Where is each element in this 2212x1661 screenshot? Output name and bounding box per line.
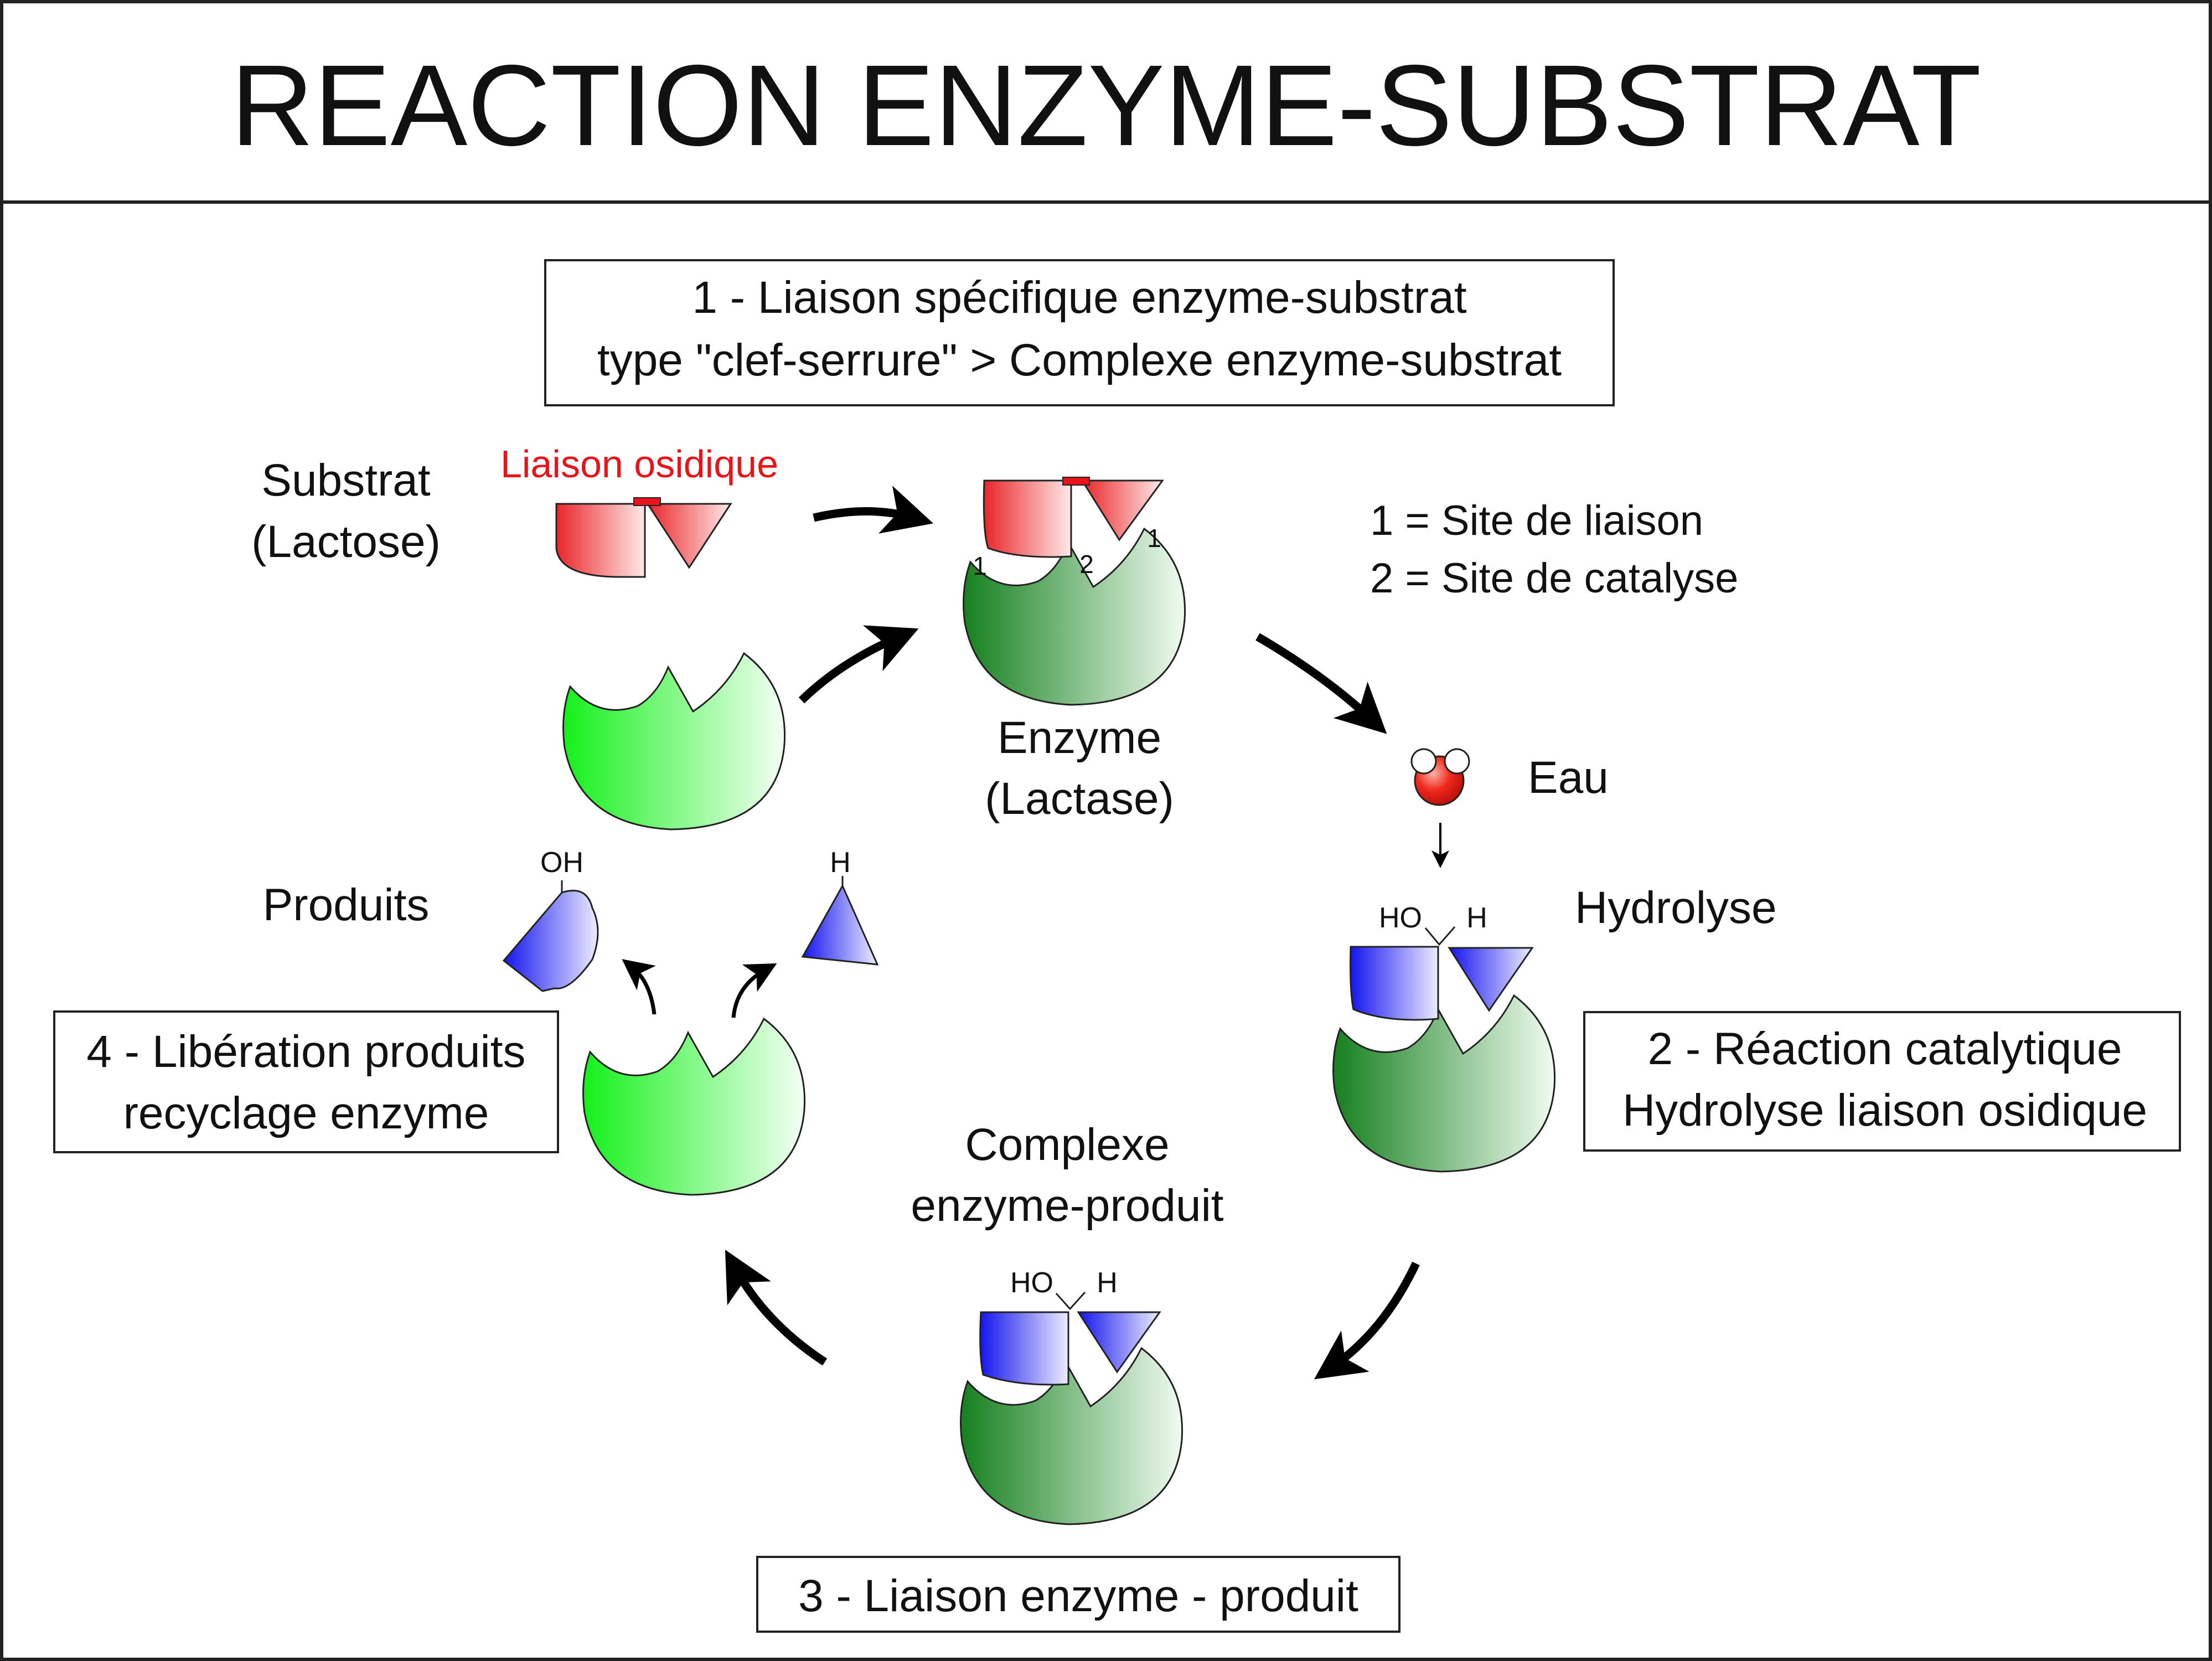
step3-line1: 3 - Liaison enzyme - produit [798, 1571, 1358, 1621]
step1-line1: 1 - Liaison spécifique enzyme-substrat [692, 272, 1466, 323]
step3-box: 3 - Liaison enzyme - produit [756, 1556, 1400, 1633]
site-marker-1-left: 1 [973, 551, 987, 580]
step2-line1: 2 - Réaction catalytique [1648, 1024, 2122, 1074]
arrow-substrate-to-complex [813, 486, 934, 534]
release-arrow-right [731, 963, 777, 1018]
step1-box: 1 - Liaison spécifique enzyme-substrat t… [544, 259, 1615, 406]
page-title: REACTION ENZYME-SUBSTRAT [231, 42, 1982, 170]
enzyme-product-complex: HO H [960, 1267, 1183, 1525]
legend-site-liaison: 1 = Site de liaison [1370, 497, 1703, 544]
hydrolyse-label: Hydrolyse [1575, 883, 1777, 933]
complexe-label: Complexe [965, 1120, 1169, 1170]
step4-box: 4 - Libération produits recyclage enzyme [53, 1010, 559, 1153]
complex-ho: HO [1010, 1267, 1053, 1299]
product-h: H [830, 847, 851, 879]
enzyme-label: Enzyme [998, 713, 1161, 763]
product-galactose: OH [502, 847, 599, 992]
product-glucose: H [801, 847, 879, 966]
complex-h: H [1097, 1267, 1118, 1299]
eau-label: Eau [1528, 752, 1609, 803]
liaison-osidique-label: Liaison osidique [500, 442, 778, 486]
step4-line2: recyclage enzyme [123, 1088, 489, 1138]
osidic-bond-marker [633, 497, 661, 506]
released-enzyme [582, 959, 806, 1196]
lactose-label: (Lactose) [251, 517, 441, 567]
site-marker-2: 2 [1079, 550, 1094, 579]
hydrolysis-ho: HO [1379, 902, 1422, 934]
free-enzyme [562, 652, 786, 830]
step2-box: 2 - Réaction catalytique Hydrolyse liais… [1583, 1011, 2181, 1152]
hydrolysis-h: H [1466, 902, 1487, 934]
arrow-product-complex-to-release [725, 1250, 828, 1366]
site-marker-1-right: 1 [1147, 524, 1161, 553]
hydrolysis-complex: HO H [1332, 902, 1556, 1173]
lactase-label: (Lactase) [985, 773, 1174, 824]
substrate-lactose [555, 497, 732, 578]
produits-label: Produits [263, 880, 430, 930]
water-molecule [1410, 748, 1470, 868]
substrat-label: Substrat [261, 455, 431, 505]
legend-site-catalyse: 2 = Site de catalyse [1370, 555, 1738, 602]
step4-line1: 4 - Libération produits [86, 1026, 525, 1077]
arrow-hydrolysis-to-product-complex [1314, 1261, 1420, 1380]
enzyme-produit-label: enzyme-produit [911, 1180, 1223, 1231]
arrow-enzyme-to-complex [798, 625, 919, 704]
enzyme-substrate-complex: 1 2 1 [963, 477, 1186, 706]
product-oh: OH [540, 847, 583, 879]
step2-line2: Hydrolyse liaison osidique [1622, 1085, 2147, 1136]
arrow-complex-to-water [1255, 633, 1387, 734]
release-arrow-left [622, 959, 657, 1015]
step1-line2: type "clef-serrure" > Complexe enzyme-su… [597, 335, 1562, 385]
